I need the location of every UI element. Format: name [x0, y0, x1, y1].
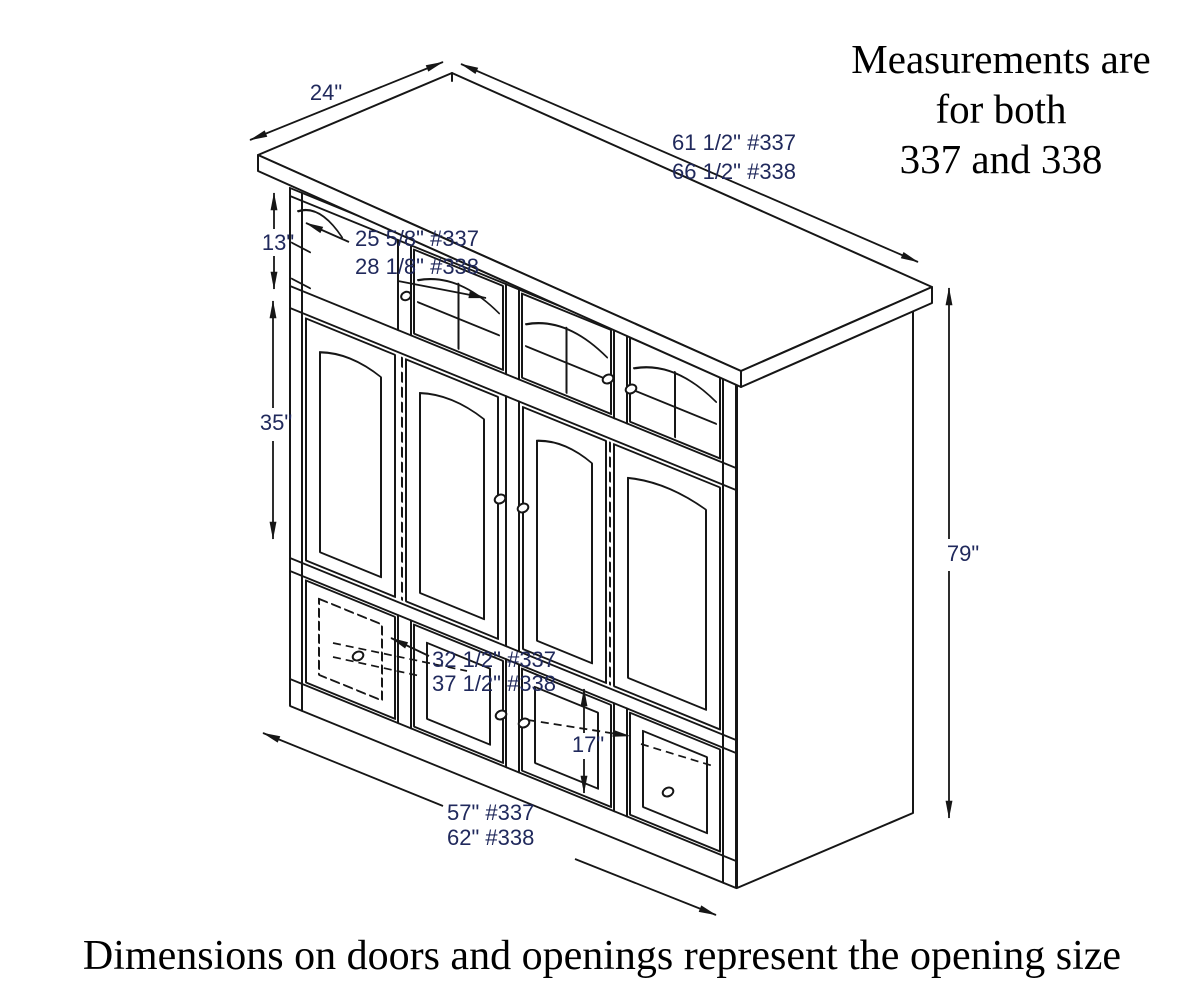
door-knobs: [351, 290, 675, 798]
door-swing-dashed-lines: [332, 642, 714, 767]
dim-middle-height-label: 35": [260, 410, 292, 435]
dim-overall-height-label: 79": [947, 541, 979, 566]
lower-door: [305, 579, 396, 720]
dim-top-width-338-label: 66 1/2" #338: [672, 159, 796, 184]
dim-lower-door-height-label: 17": [572, 732, 604, 757]
header-note-line3: 337 and 338: [900, 136, 1103, 182]
door-knob: [400, 290, 412, 302]
door-knob: [351, 650, 365, 662]
face-stile-lines: [301, 191, 724, 884]
dim-depth-arrow: [249, 61, 444, 141]
header-note-line1: Measurements are: [851, 36, 1150, 82]
footer-note: Dimensions on doors and openings represe…: [83, 933, 1121, 979]
door-gap-dashed-lines: [401, 356, 611, 686]
dim-upper-height-label: 13": [262, 230, 294, 255]
lower-doors: [305, 579, 721, 853]
dim-depth-label: 24": [310, 80, 342, 105]
main-doors: [305, 317, 721, 731]
dim-top-width-337-label: 61 1/2" #337: [672, 130, 796, 155]
main-door: [522, 405, 607, 685]
cabinet-drawing: [257, 72, 933, 890]
door-knob: [493, 493, 507, 505]
dim-base-width-arrow-right: [574, 858, 717, 916]
cabinet-side-panel: [736, 301, 914, 889]
door-knob: [601, 373, 615, 385]
main-door: [405, 358, 499, 640]
open-glass-door-detail: [291, 209, 343, 290]
header-note-line2: for both: [936, 86, 1067, 132]
dim-lower-opening-337-label: 32 1/2" #337: [432, 647, 556, 672]
dimension-lines: [249, 61, 953, 916]
glass-door: [521, 292, 612, 416]
leader-lower-opening: [390, 637, 430, 657]
dim-base-width-337-label: 57" #337: [447, 800, 534, 825]
dim-top-width-arrow: [460, 63, 919, 263]
lower-door: [629, 711, 721, 853]
leader-glass-opening-left: [305, 222, 350, 243]
door-knob: [494, 709, 508, 721]
dim-glass-opening-337-label: 25 5/8" #337: [355, 226, 479, 251]
door-knob: [624, 383, 638, 395]
header-note: Measurements are for both 337 and 338: [851, 36, 1150, 182]
top-slab-right-edge: [740, 286, 933, 388]
main-door: [305, 317, 396, 598]
dim-lower-opening-338-label: 37 1/2" #338: [432, 671, 556, 696]
main-door: [613, 443, 721, 731]
glass-door: [413, 248, 504, 371]
dim-glass-opening-338-label: 28 1/8" #338: [355, 254, 479, 279]
door-knob: [516, 502, 530, 514]
door-knob: [661, 786, 675, 798]
dimension-labels: 24" 61 1/2" #337 66 1/2" #338 25 5/8" #3…: [260, 80, 979, 850]
dim-base-width-338-label: 62" #338: [447, 825, 534, 850]
dim-base-width-arrow-left: [262, 732, 444, 807]
face-rail-lines: [289, 194, 737, 863]
leader-glass-opening-right: [397, 280, 487, 299]
leader-door-swing-arrow: [527, 719, 631, 737]
